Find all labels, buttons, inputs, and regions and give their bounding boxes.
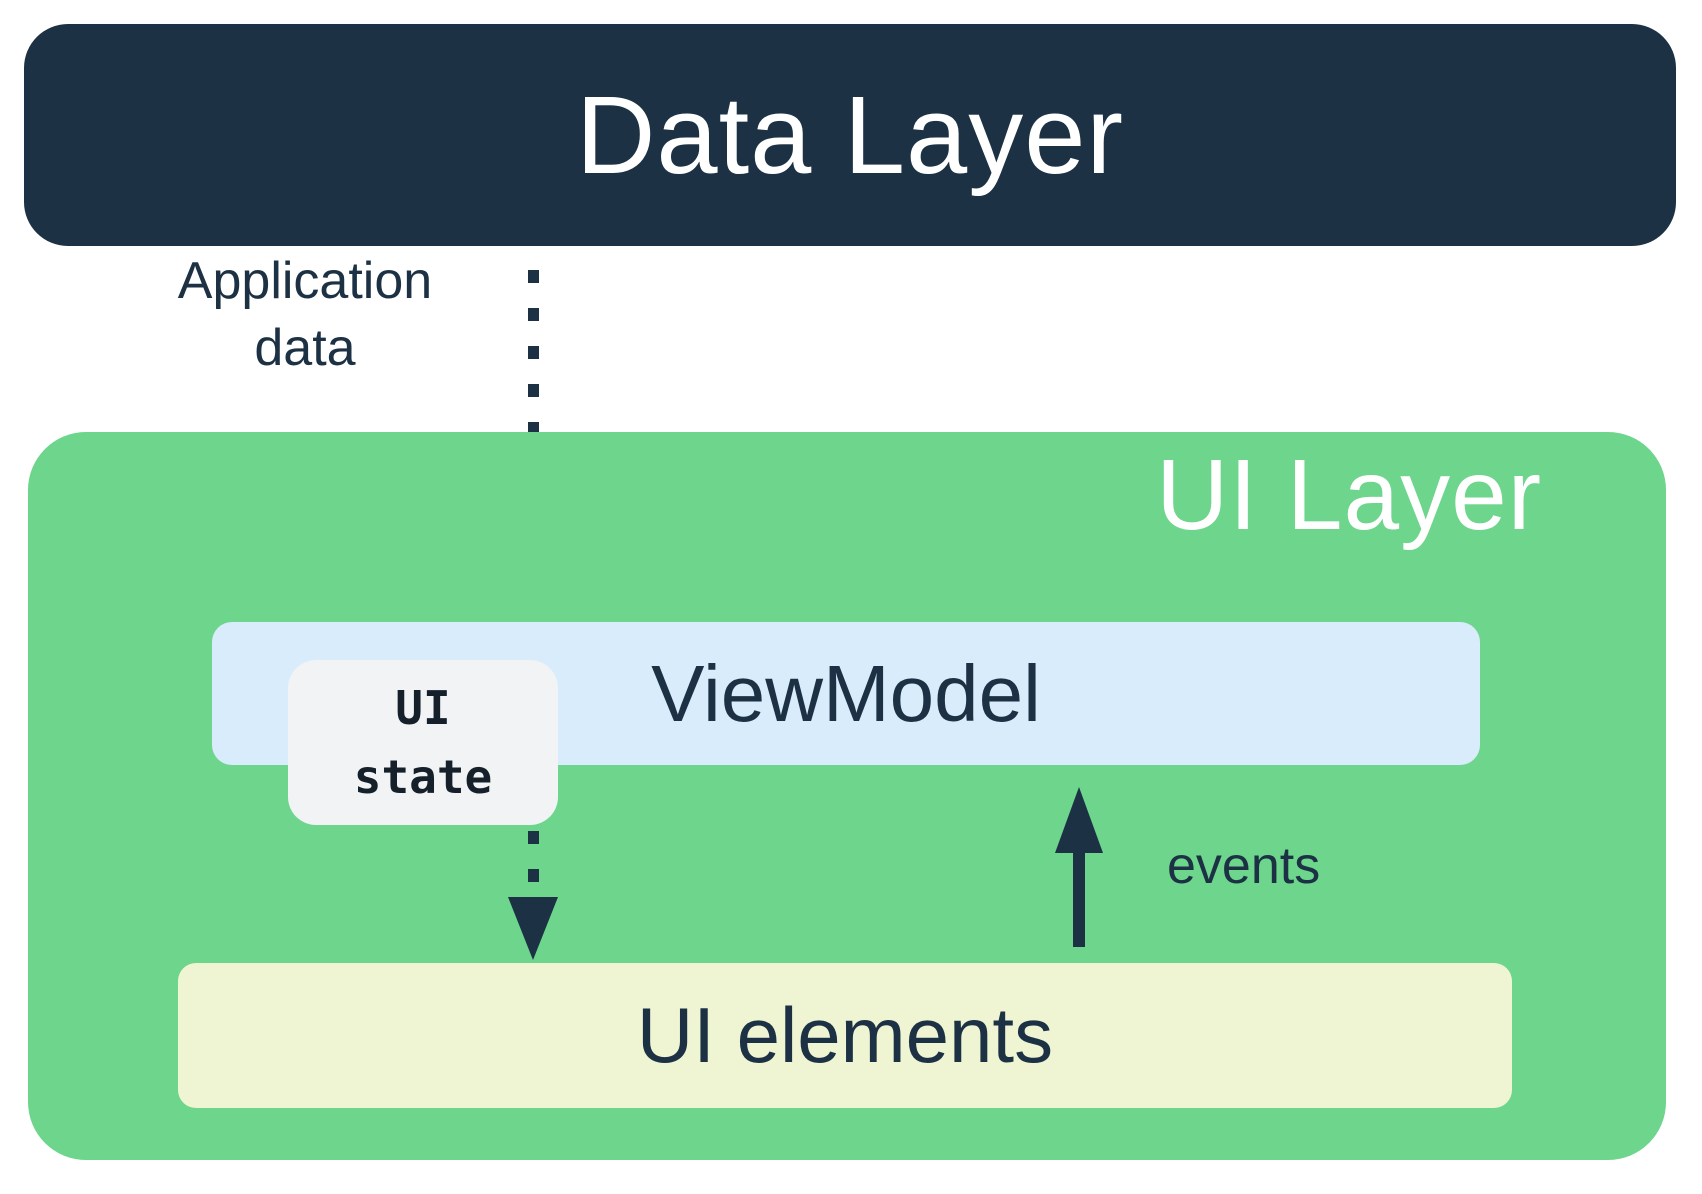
ui-elements-label: UI elements	[636, 991, 1054, 1079]
data-layer-box: Data Layer	[24, 24, 1676, 246]
ui-state-line2: state	[353, 749, 493, 804]
data-layer-label: Data Layer	[575, 73, 1125, 197]
ui-elements-box: UI elements	[178, 963, 1512, 1108]
application-data-line1: Application	[177, 252, 433, 310]
ui-layer-label: UI Layer	[1156, 439, 1542, 551]
application-data-label: Application data	[120, 248, 490, 381]
arrowhead-down-icon	[508, 897, 558, 960]
ui-state-dashed-line	[528, 831, 539, 895]
application-data-dashed-line	[528, 270, 539, 549]
ui-state-line1: UI	[395, 680, 451, 735]
ui-state-box: UI state	[288, 660, 558, 825]
application-data-line2: data	[254, 318, 356, 377]
events-arrow-shaft	[1073, 848, 1085, 947]
viewmodel-label: ViewModel	[651, 648, 1041, 738]
events-label: events	[1167, 837, 1321, 895]
arrowhead-up-icon	[1055, 787, 1103, 853]
